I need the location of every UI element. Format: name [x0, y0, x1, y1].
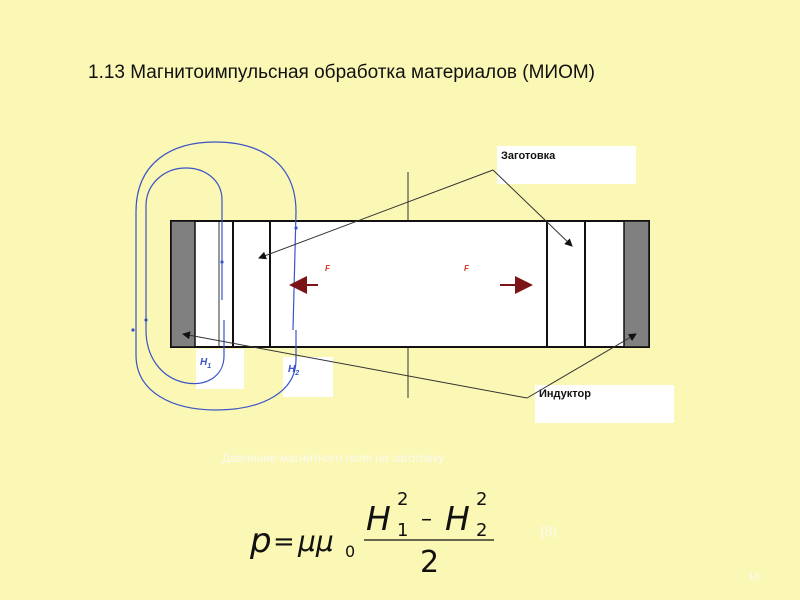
force-arrow-right — [500, 276, 533, 294]
inductor-label: Индуктор — [539, 388, 591, 400]
formula-h1-sub: 1 — [397, 520, 408, 541]
formula-coef-sub: 0 — [345, 542, 355, 561]
field-point — [144, 318, 148, 322]
leader-workpiece-right — [492, 169, 573, 247]
field-line-inner — [145, 167, 225, 385]
workpiece-label-box — [497, 146, 636, 184]
leader-workpiece-left — [258, 169, 494, 260]
h2-label: H2 — [288, 364, 299, 377]
h1-label: H1 — [200, 357, 211, 370]
force-label-left: F — [325, 264, 331, 273]
slide-title: 1.13 Магнитоимпульсная обработка материа… — [88, 62, 596, 83]
page-number: 16 — [748, 571, 761, 583]
formula-h2-sup: 2 — [476, 489, 487, 510]
formula-denominator: 2 — [420, 545, 439, 580]
field-point — [131, 328, 135, 332]
inductor-left — [170, 220, 196, 348]
force-label-right: F — [464, 264, 470, 273]
workpiece-label: Заготовка — [501, 150, 556, 162]
leader-inductor-right — [526, 333, 637, 399]
inductor-right — [623, 220, 650, 348]
field-point — [294, 226, 298, 230]
formula-minus: – — [421, 507, 432, 532]
formula-coef: μμ — [297, 525, 334, 558]
device-body — [170, 220, 650, 348]
formula-h2: H — [445, 499, 470, 538]
field-line-outer — [135, 141, 297, 411]
force-arrow-left — [289, 276, 318, 294]
inductor-label-box — [535, 385, 674, 423]
formula-h1: H — [366, 499, 391, 538]
pressure-formula: p = μμ 0 H 2 1 – H 2 2 2 — [249, 489, 494, 580]
formula-h1-sup: 2 — [397, 489, 408, 510]
h2-label-box — [283, 357, 333, 397]
formula-equals: = — [273, 527, 295, 557]
formula-lhs: p — [249, 521, 272, 561]
formula-h2-sub: 2 — [476, 520, 487, 541]
leader-inductor-left — [182, 331, 528, 399]
field-point — [220, 260, 224, 264]
equation-number: (8) — [540, 523, 558, 539]
caption-pressure: Давление магнитного поля на заготовку — [222, 451, 445, 465]
